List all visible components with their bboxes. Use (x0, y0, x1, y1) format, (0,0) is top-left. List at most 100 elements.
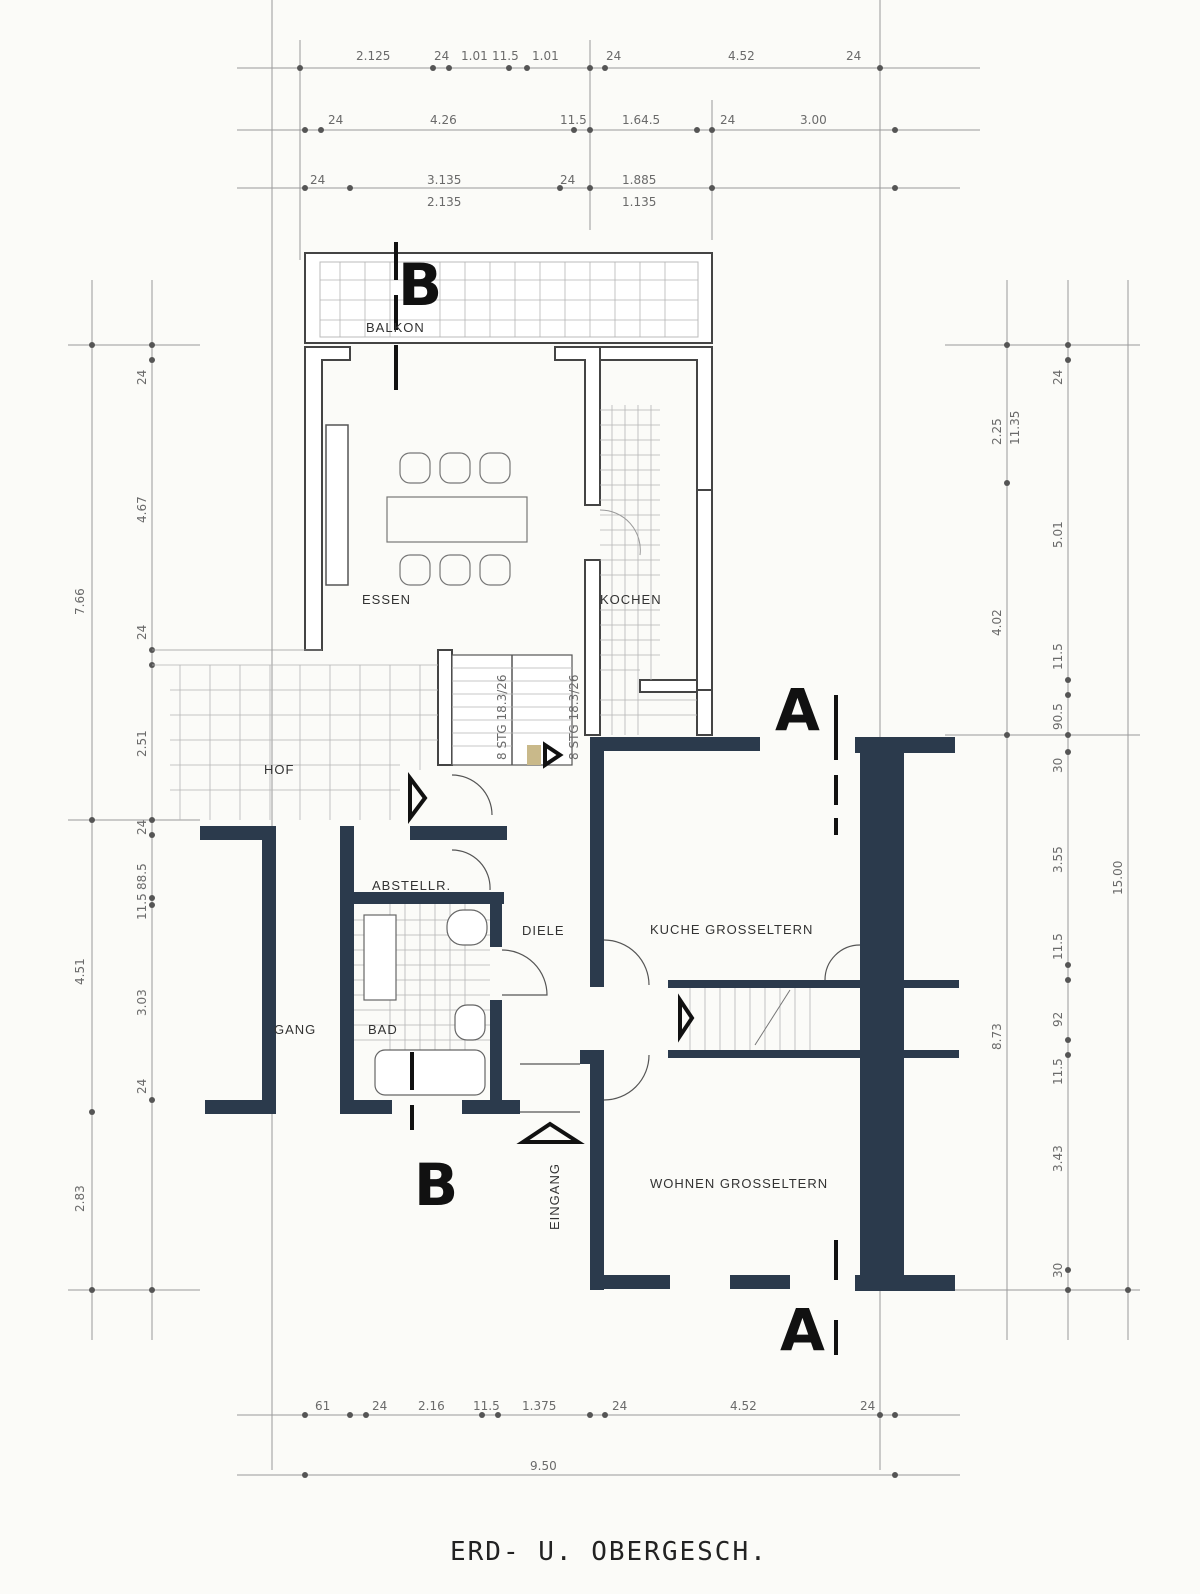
door-swings (451, 774, 861, 1113)
kitchen-door-swing (599, 509, 641, 556)
dim-top2-4: 24 (720, 113, 735, 127)
lower-walls (200, 737, 959, 1291)
dim-bottom1-2: 2.16 (418, 1399, 445, 1413)
dim-top2-1: 4.26 (430, 113, 457, 127)
dim-right2-8: 11.5 (1051, 1058, 1065, 1085)
dim-bottom1-4: 1.375 (522, 1399, 556, 1413)
dim-bottom1-3: 11.5 (473, 1399, 500, 1413)
dim-left2-5: 88.5 (135, 863, 149, 890)
dim-right2-10: 30 (1051, 1263, 1065, 1278)
dimension-ticks (89, 65, 1131, 1478)
dim-bottom1-7: 24 (860, 1399, 875, 1413)
bathroom (354, 904, 490, 1096)
room-label-bad: BAD (368, 1022, 398, 1037)
dimensions-left-col1: 7.66 4.51 2.83 (73, 588, 87, 1212)
dim-left1-2: 2.83 (73, 1185, 87, 1212)
room-label-essen: ESSEN (362, 592, 411, 607)
dim-top1-6: 4.52 (728, 49, 755, 63)
kitchen-tiles (600, 405, 697, 735)
entry-arrow-hof (408, 772, 428, 824)
dim-top3-4: 1.885 (622, 173, 656, 187)
dim-right2-7: 92 (1051, 1012, 1065, 1027)
room-label-kueche-grosseltern: KUCHE GROSSELTERN (650, 922, 813, 937)
courtyard-grid (152, 649, 438, 820)
dim-right1-2: 4.02 (990, 609, 1004, 636)
room-label-hof: HOF (264, 762, 294, 777)
dim-top1-5: 24 (606, 49, 621, 63)
dim-top3-0: 24 (310, 173, 325, 187)
dim-right1-0: 2.25 (990, 418, 1004, 445)
dim-left1-1: 4.51 (73, 958, 87, 985)
section-marker-b-top: B (398, 251, 442, 319)
dim-right2-0: 24 (1051, 370, 1065, 385)
dim-top2-2: 11.5 (560, 113, 587, 127)
drawing-title: ERD- U. OBERGESCH. (450, 1537, 768, 1567)
dim-top1-2: 1.01 (461, 49, 488, 63)
balcony (304, 252, 713, 344)
dim-bottom1-1: 24 (372, 1399, 387, 1413)
dim-right2-9: 3.43 (1051, 1145, 1065, 1172)
dim-left2-3: 2.51 (135, 730, 149, 757)
dimensions-right-col3: 15.00 (1111, 861, 1125, 895)
section-marker-a-bottom: A (780, 1296, 825, 1364)
entry-arrow-eingang (516, 1121, 585, 1144)
dim-top1-7: 24 (846, 49, 861, 63)
room-label-gang: GANG (274, 1022, 316, 1037)
room-label-kochen: KOCHEN (600, 592, 662, 607)
construction-lines (68, 0, 1140, 1476)
stair-label-left: 8 STG 18.3/26 (495, 674, 509, 760)
upper-walls (304, 346, 713, 766)
dim-top1-4: 1.01 (532, 49, 559, 63)
dim-right2-3: 90.5 (1051, 703, 1065, 730)
dim-top2-0: 24 (328, 113, 343, 127)
room-label-wohnen-grosseltern: WOHNEN GROSSELTERN (650, 1176, 828, 1191)
dimensions-top-row3: 24 3.135 2.135 24 1.885 1.135 (310, 173, 656, 209)
dim-bottom1-6: 4.52 (730, 1399, 757, 1413)
room-label-balkon: BALKON (366, 320, 425, 335)
dim-top3-5: 1.135 (622, 195, 656, 209)
section-marker-b-bottom: B (414, 1151, 458, 1219)
stair-label-right: 8 STG 18.3/26 (567, 674, 581, 760)
dimensions-bottom-row2: 9.50 (530, 1459, 557, 1473)
room-label-eingang: EINGANG (547, 1163, 562, 1230)
room-label-diele: DIELE (522, 923, 565, 938)
dim-right2-4: 30 (1051, 758, 1065, 773)
dim-left2-2: 24 (135, 625, 149, 640)
dim-top1-1: 24 (434, 49, 449, 63)
section-lines (394, 242, 838, 1355)
dim-right1-3: 8.73 (990, 1023, 1004, 1050)
dim-left2-1: 4.67 (135, 496, 149, 523)
dim-right2-6: 11.5 (1051, 933, 1065, 960)
dim-top1-0: 2.125 (356, 49, 390, 63)
dim-top1-3: 11.5 (492, 49, 519, 63)
dimensions-top-row1: 2.125 24 1.01 11.5 1.01 24 4.52 24 (356, 49, 861, 63)
dimensions-top-row2: 24 4.26 11.5 1.64.5 24 3.00 (328, 113, 827, 127)
stairs (451, 654, 573, 769)
dim-left2-6: 11.5 (135, 893, 149, 920)
dim-right2-2: 11.5 (1051, 643, 1065, 670)
dimensions-right-col1: 2.25 11.35 4.02 8.73 (990, 411, 1022, 1050)
dim-top3-1: 3.135 (427, 173, 461, 187)
dim-left2-4: 24 (135, 820, 149, 835)
dimensions-bottom-row1: 61 24 2.16 11.5 1.375 24 4.52 24 (315, 1399, 875, 1413)
room-label-abstellr: ABSTELLR. (372, 878, 451, 893)
section-marker-a-top: A (775, 676, 820, 744)
dim-right1-1: 11.35 (1008, 411, 1022, 445)
dining-table (386, 452, 528, 586)
dim-top3-3: 24 (560, 173, 575, 187)
dim-top2-5: 3.00 (800, 113, 827, 127)
lower-stair (678, 988, 811, 1050)
dim-left1-0: 7.66 (73, 588, 87, 615)
dim-left2-8: 24 (135, 1079, 149, 1094)
dim-right2-1: 5.01 (1051, 521, 1065, 548)
dim-left2-7: 3.03 (135, 989, 149, 1016)
dim-right2-5: 3.55 (1051, 846, 1065, 873)
dim-bottom2-0: 9.50 (530, 1459, 557, 1473)
dim-top2-3: 1.64.5 (622, 113, 660, 127)
dim-bottom1-5: 24 (612, 1399, 627, 1413)
dimensions-left-col2: 24 4.67 24 2.51 24 88.5 11.5 3.03 24 (135, 370, 149, 1094)
dimensions-right-col2: 24 5.01 11.5 90.5 30 3.55 11.5 92 11.5 3… (1051, 370, 1065, 1278)
dim-left2-0: 24 (135, 370, 149, 385)
dim-bottom1-0: 61 (315, 1399, 330, 1413)
